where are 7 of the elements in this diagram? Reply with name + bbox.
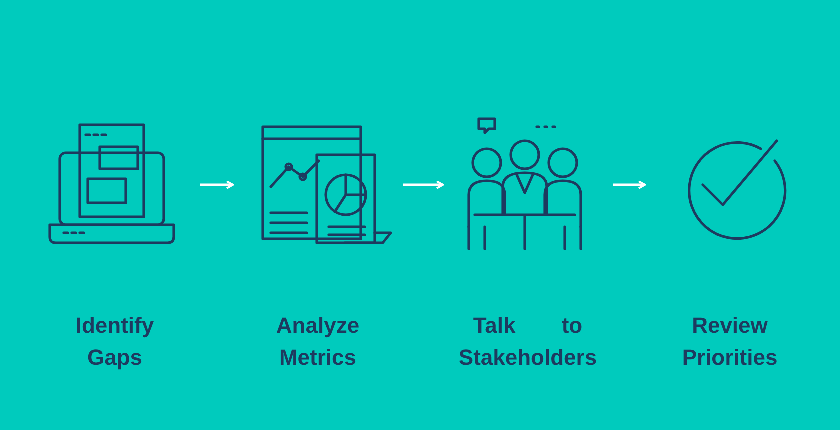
step-label: Talk to Stakeholders [458,312,598,372]
arrow [200,180,234,190]
arrow [613,180,646,190]
step-label: Analyze Metrics [275,312,361,372]
step-label: Review Priorities [681,312,779,372]
arrow [403,180,444,190]
step-label: Identify Gaps [74,312,156,372]
